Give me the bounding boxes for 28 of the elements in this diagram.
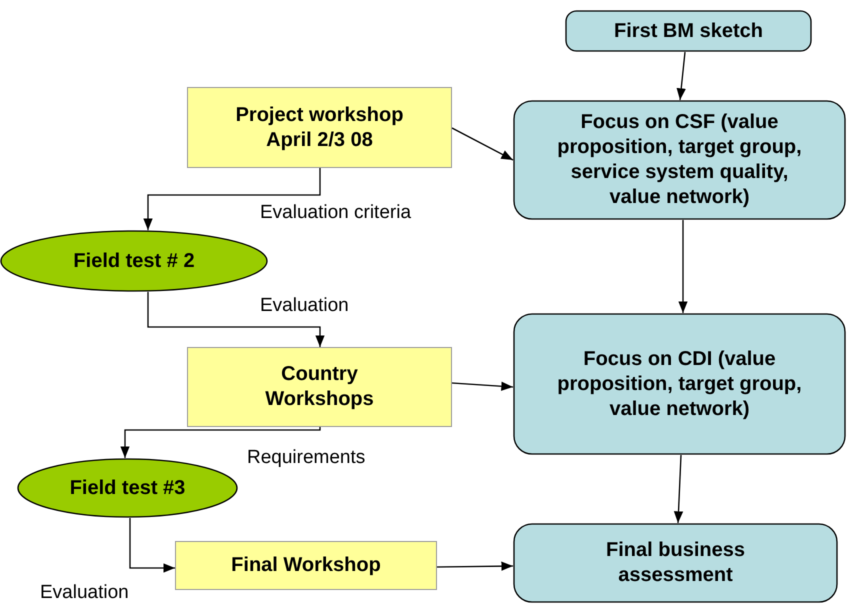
node-label: Field test #3 [68, 476, 186, 500]
process-box [175, 541, 437, 590]
arrow [674, 454, 684, 524]
arrow [678, 220, 688, 313]
rounded-process-box [513, 313, 846, 455]
rounded-process-box [513, 100, 846, 220]
arrow [120, 427, 321, 458]
node-label: Field test # 2 [72, 248, 196, 274]
arrow [147, 292, 325, 347]
rounded-process-box [513, 523, 838, 603]
rounded-process-box [565, 10, 812, 52]
node-label: Final Workshop [230, 553, 382, 578]
process-box [187, 87, 452, 168]
node-label: Project workshop April 2/3 08 [234, 102, 404, 152]
arrow [437, 561, 513, 571]
node-label: Final business assessment [605, 538, 746, 588]
process-ellipse [0, 230, 268, 292]
node-label: Country Workshops [264, 362, 375, 412]
node-label: Focus on CDI (value proposition, target group, value network) [556, 346, 803, 422]
arrow [676, 52, 686, 100]
arrow [143, 168, 321, 230]
node-label: First BM sketch [613, 18, 764, 44]
process-box [187, 347, 452, 427]
arrow [452, 382, 514, 391]
arrow [129, 518, 175, 573]
arrow [452, 127, 514, 161]
process-ellipse [17, 458, 238, 518]
node-label: Focus on CSF (value proposition, target group, service system quality, value network) [556, 110, 803, 210]
